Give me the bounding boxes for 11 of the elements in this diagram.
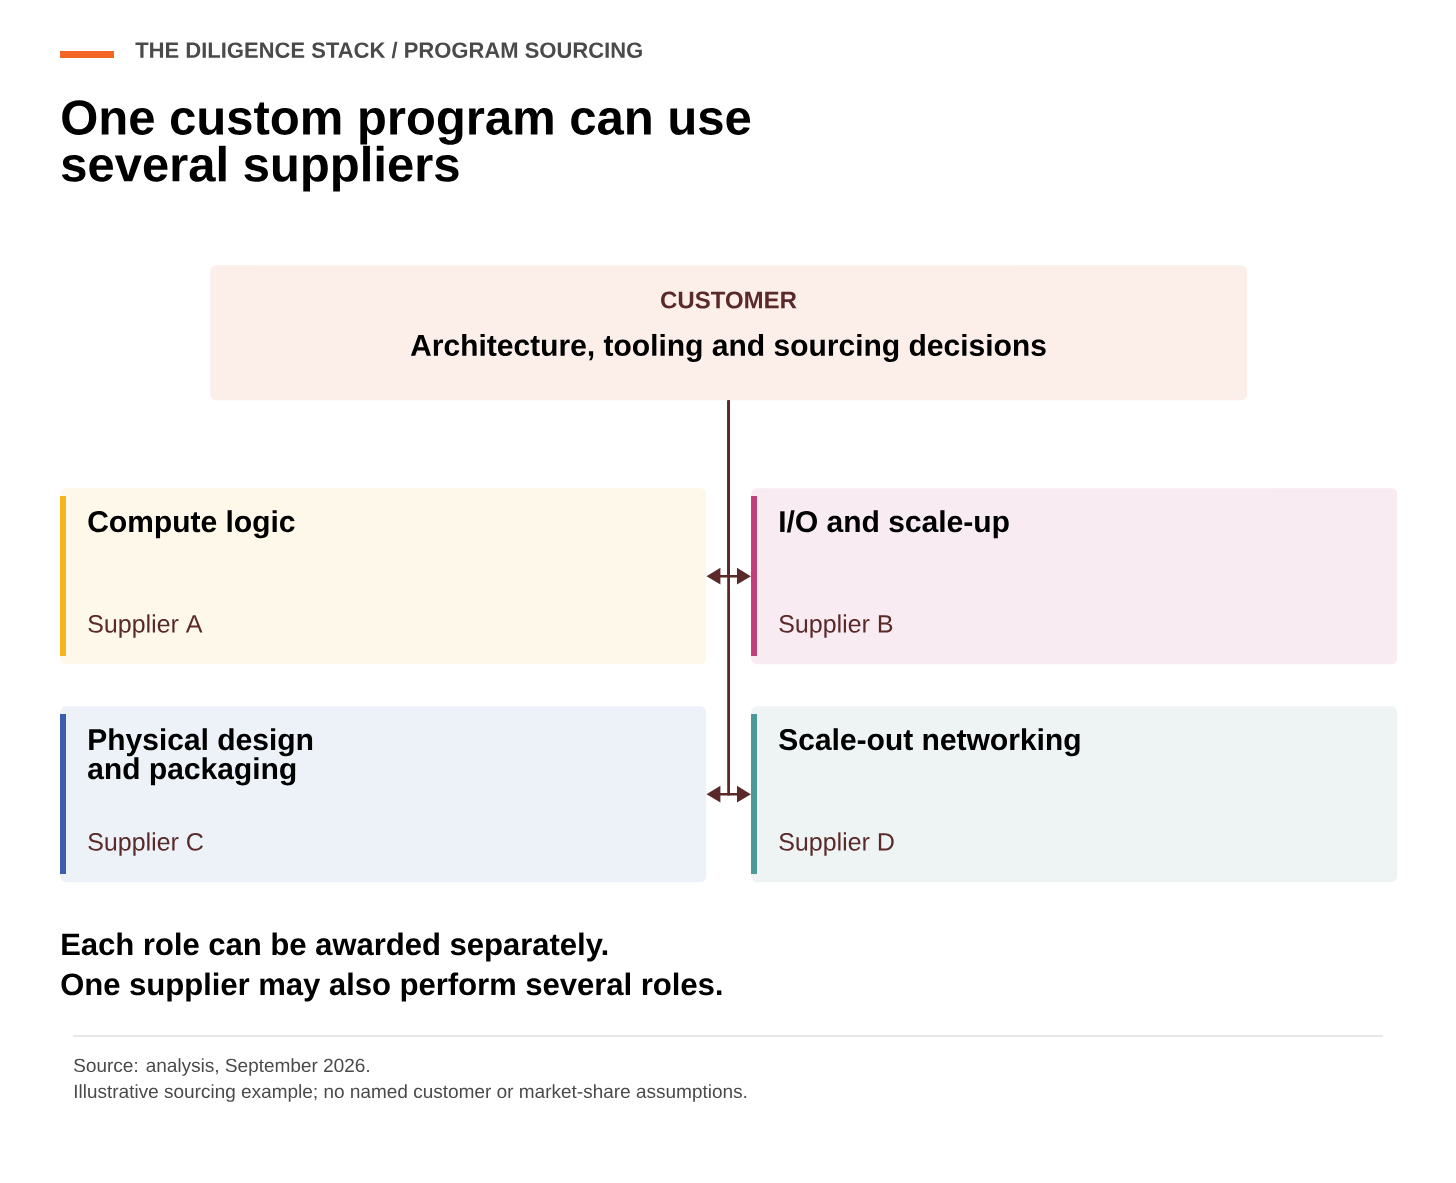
role-card: I/O and scale-up Supplier B — [751, 488, 1398, 665]
source-note: Illustrative sourcing example; no named customer or market-share assumptions. — [74, 1084, 747, 1102]
note: Each role can be awarded separately. — [62, 932, 608, 962]
role-card: Physical design and packaging Supplier C — [60, 706, 707, 883]
section-header: THE DILIGENCE STACK / PROGRAM SOURCING — [135, 41, 642, 59]
source-note: Source: analysis, September 2026. — [74, 1058, 369, 1076]
role-card: Compute logic Supplier A — [60, 488, 707, 665]
title: One custom program can use several suppliers — [61, 100, 751, 192]
customer-box: CUSTOMER Architecture, tooling and sourcing decisions — [210, 265, 1248, 401]
role-card: Scale-out networking Supplier D — [751, 706, 1398, 883]
note: One supplier may also perform several roles. — [61, 972, 722, 1002]
